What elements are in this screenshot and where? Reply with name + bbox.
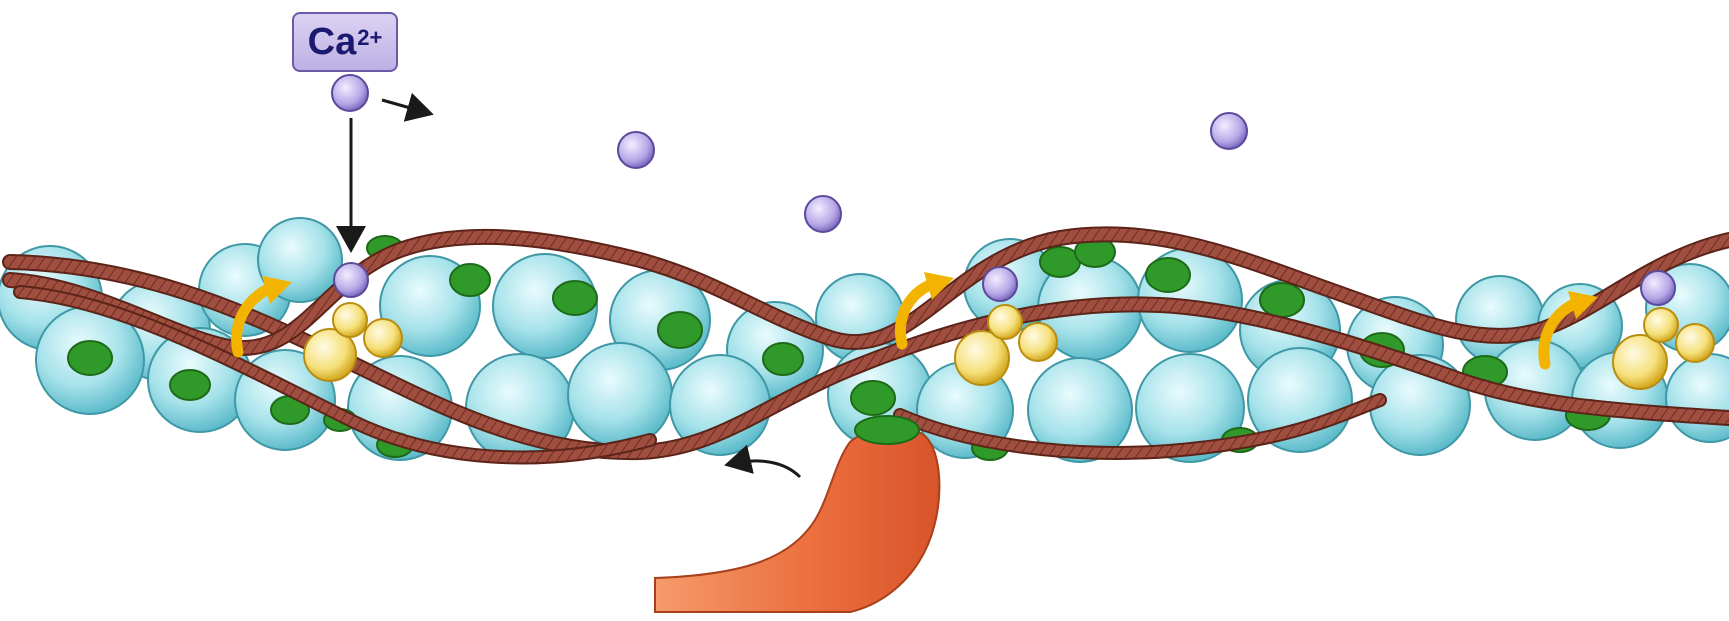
myosin-binding-site: [1146, 258, 1190, 292]
calcium-ion-bound: [1641, 271, 1675, 305]
myosin-binding-site: [1040, 247, 1080, 277]
calcium-ion-bound: [334, 263, 368, 297]
calcium-ion: [332, 75, 368, 111]
calcium-label-charge: 2+: [357, 25, 382, 51]
myosin-binding-site: [658, 312, 702, 348]
calcium-label-ion: Ca: [308, 21, 357, 64]
actin-monomer: [1666, 354, 1729, 442]
myosin-binding-site: [450, 264, 490, 296]
myosin-binding-site: [553, 281, 597, 315]
myosin-binding-site: [1260, 283, 1304, 317]
myosin-binding-site: [68, 341, 112, 375]
actin-monomer: [568, 343, 672, 447]
myosin-binding-site: [170, 370, 210, 400]
calcium-diffusion-arrow: [382, 100, 428, 113]
myosin-binding-site: [851, 381, 895, 415]
myosin-binding-site: [763, 343, 803, 375]
myosin-binding-arrow: [730, 461, 800, 477]
calcium-ion: [618, 132, 654, 168]
myosin-binding-site: [855, 416, 919, 444]
calcium-ion: [1211, 113, 1247, 149]
calcium-ion-bound: [983, 267, 1017, 301]
calcium-ion: [805, 196, 841, 232]
